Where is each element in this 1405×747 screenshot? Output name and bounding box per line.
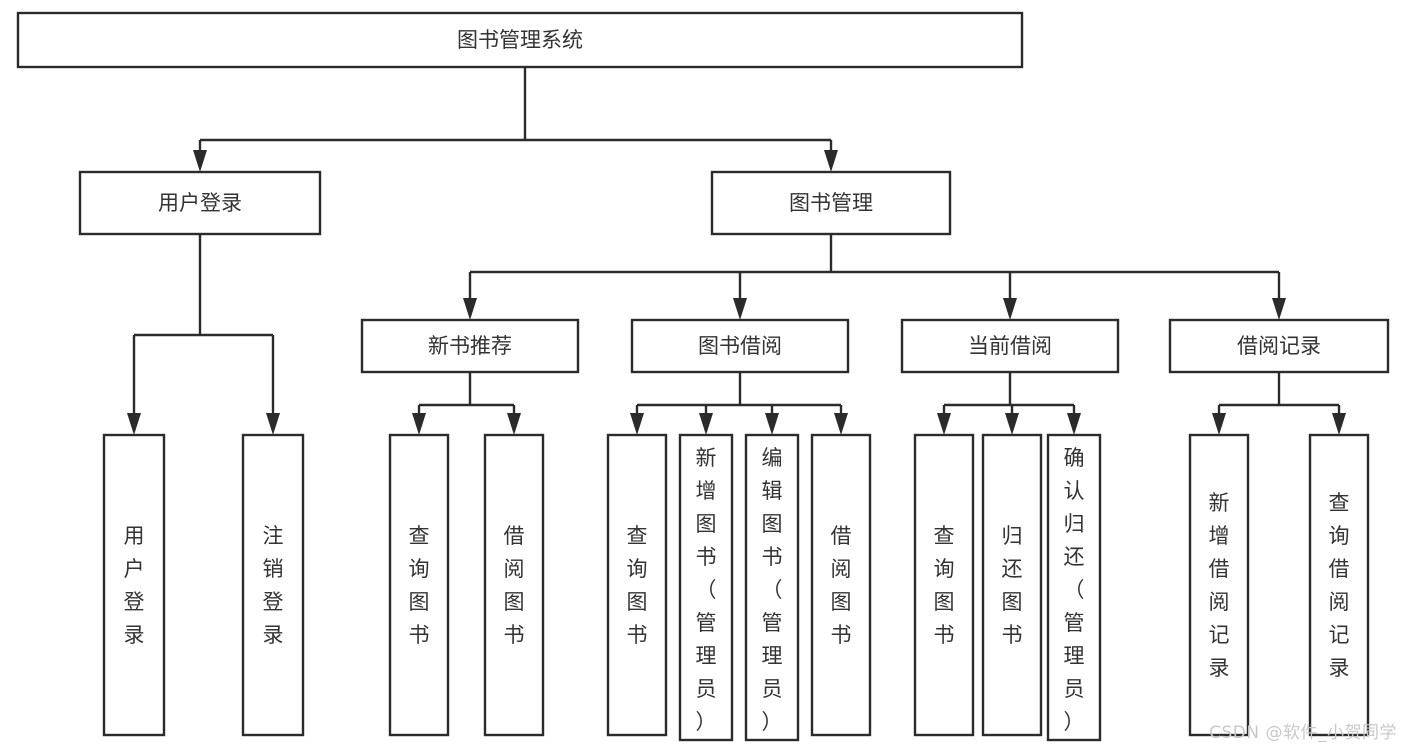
node-box-user-login[interactable] bbox=[78, 170, 322, 236]
node-box-current-borrow[interactable] bbox=[900, 318, 1120, 374]
node-box-leaf-borrow-book-2[interactable] bbox=[810, 433, 872, 737]
arrow-leaf-query-borrow-record bbox=[1332, 413, 1346, 435]
node-leaf-user-logout[interactable]: 注销登录 bbox=[241, 433, 305, 737]
node-box-new-book-recommend[interactable] bbox=[360, 318, 580, 374]
node-label-leaf-add-borrow-record: 新增借阅记录 bbox=[1209, 491, 1230, 680]
arrow-leaf-query-book-3 bbox=[937, 413, 951, 435]
arrow-user-login bbox=[193, 150, 207, 172]
arrow-new-book-recommend bbox=[463, 298, 477, 320]
node-label-leaf-query-borrow-record: 查询借阅记录 bbox=[1329, 491, 1350, 680]
node-label-leaf-confirm-return-admin: 确认归还（管理员） bbox=[1064, 446, 1085, 734]
node-box-root[interactable] bbox=[16, 11, 1024, 69]
node-box-leaf-borrow-book-1[interactable] bbox=[483, 433, 545, 737]
node-leaf-edit-book-admin[interactable]: 编辑图书（管理员） bbox=[744, 433, 800, 742]
node-box-borrow-record[interactable] bbox=[1168, 318, 1390, 374]
arrow-leaf-confirm-return-admin bbox=[1067, 413, 1081, 435]
node-label-leaf-borrow-book-1: 借阅图书 bbox=[504, 524, 525, 647]
arrow-current-borrow bbox=[1003, 298, 1017, 320]
node-label-leaf-query-book-2: 查询图书 bbox=[627, 524, 648, 647]
node-label-current-borrow: 当前借阅 bbox=[968, 334, 1052, 358]
node-box-book-borrow[interactable] bbox=[630, 318, 850, 374]
node-leaf-query-book-3[interactable]: 查询图书 bbox=[913, 433, 975, 737]
node-box-leaf-edit-book-admin[interactable] bbox=[744, 433, 800, 742]
node-current-borrow[interactable]: 当前借阅 bbox=[900, 318, 1120, 374]
node-label-leaf-query-book-1: 查询图书 bbox=[409, 524, 430, 647]
arrow-leaf-borrow-book-1 bbox=[507, 413, 521, 435]
arrow-book-manage bbox=[824, 150, 838, 172]
node-label-user-login: 用户登录 bbox=[158, 191, 242, 215]
arrow-leaf-add-book-admin bbox=[699, 413, 713, 435]
node-box-leaf-return-book[interactable] bbox=[981, 433, 1043, 737]
arrow-book-borrow bbox=[733, 298, 747, 320]
node-leaf-confirm-return-admin[interactable]: 确认归还（管理员） bbox=[1046, 433, 1102, 742]
node-box-book-manage[interactable] bbox=[710, 170, 952, 236]
arrow-leaf-user-login bbox=[127, 413, 141, 435]
node-root[interactable]: 图书管理系统 bbox=[16, 11, 1024, 69]
arrow-leaf-return-book bbox=[1005, 413, 1019, 435]
node-label-leaf-return-book: 归还图书 bbox=[1002, 524, 1023, 647]
node-box-leaf-query-book-3[interactable] bbox=[913, 433, 975, 737]
node-leaf-user-login[interactable]: 用户登录 bbox=[102, 433, 166, 737]
arrow-leaf-borrow-book-2 bbox=[834, 413, 848, 435]
node-label-book-manage: 图书管理 bbox=[789, 191, 873, 215]
node-box-leaf-query-book-2[interactable] bbox=[606, 433, 668, 737]
arrow-leaf-add-borrow-record bbox=[1212, 413, 1226, 435]
node-box-leaf-query-borrow-record[interactable] bbox=[1308, 433, 1370, 737]
node-box-leaf-add-book-admin[interactable] bbox=[678, 433, 734, 742]
arrow-leaf-query-book-2 bbox=[630, 413, 644, 435]
arrow-leaf-user-logout bbox=[266, 413, 280, 435]
arrow-borrow-record bbox=[1272, 298, 1286, 320]
node-label-leaf-borrow-book-2: 借阅图书 bbox=[831, 524, 852, 647]
node-box-leaf-add-borrow-record[interactable] bbox=[1188, 433, 1250, 737]
node-leaf-add-borrow-record[interactable]: 新增借阅记录 bbox=[1188, 433, 1250, 737]
node-user-login[interactable]: 用户登录 bbox=[78, 170, 322, 236]
arrow-leaf-edit-book-admin bbox=[765, 413, 779, 435]
node-label-leaf-edit-book-admin: 编辑图书（管理员） bbox=[762, 446, 783, 734]
node-label-leaf-query-book-3: 查询图书 bbox=[934, 524, 955, 647]
node-leaf-add-book-admin[interactable]: 新增图书（管理员） bbox=[678, 433, 734, 742]
node-book-borrow[interactable]: 图书借阅 bbox=[630, 318, 850, 374]
node-box-leaf-query-book-1[interactable] bbox=[388, 433, 450, 737]
csdn-watermark: CSDN @软件_小贺同学 bbox=[1209, 723, 1397, 743]
node-leaf-query-book-1[interactable]: 查询图书 bbox=[388, 433, 450, 737]
node-label-leaf-user-logout: 注销登录 bbox=[263, 524, 284, 647]
node-box-leaf-user-login[interactable] bbox=[102, 433, 166, 737]
node-leaf-query-borrow-record[interactable]: 查询借阅记录 bbox=[1308, 433, 1370, 737]
node-label-new-book-recommend: 新书推荐 bbox=[428, 334, 512, 358]
node-label-leaf-add-book-admin: 新增图书（管理员） bbox=[696, 446, 717, 734]
node-label-borrow-record: 借阅记录 bbox=[1237, 334, 1321, 358]
node-label-root: 图书管理系统 bbox=[457, 28, 583, 52]
node-leaf-borrow-book-1[interactable]: 借阅图书 bbox=[483, 433, 545, 737]
node-book-manage[interactable]: 图书管理 bbox=[710, 170, 952, 236]
node-leaf-borrow-book-2[interactable]: 借阅图书 bbox=[810, 433, 872, 737]
node-box-leaf-confirm-return-admin[interactable] bbox=[1046, 433, 1102, 742]
node-box-leaf-user-logout[interactable] bbox=[241, 433, 305, 737]
arrow-leaf-query-book-1 bbox=[412, 413, 426, 435]
node-leaf-return-book[interactable]: 归还图书 bbox=[981, 433, 1043, 737]
node-borrow-record[interactable]: 借阅记录 bbox=[1168, 318, 1390, 374]
node-label-leaf-user-login: 用户登录 bbox=[124, 524, 145, 647]
node-label-book-borrow: 图书借阅 bbox=[698, 334, 782, 358]
node-new-book-recommend[interactable]: 新书推荐 bbox=[360, 318, 580, 374]
node-leaf-query-book-2[interactable]: 查询图书 bbox=[606, 433, 668, 737]
